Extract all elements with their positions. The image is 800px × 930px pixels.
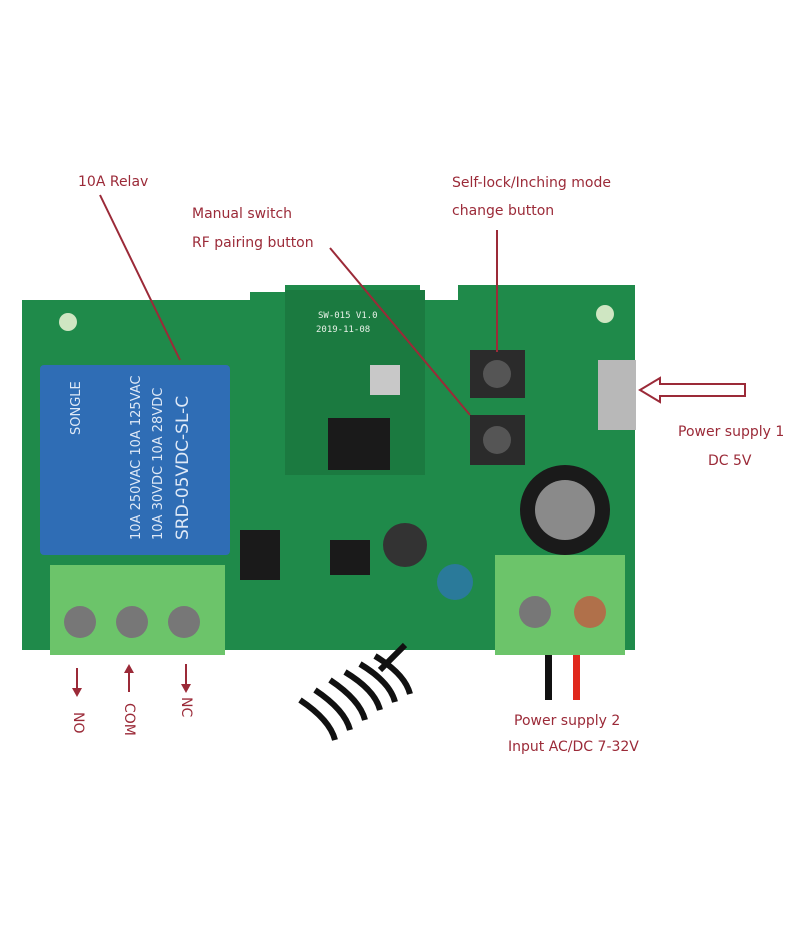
module-id-print: SW-015 V1.0 xyxy=(318,311,378,321)
micro-usb-port xyxy=(598,360,636,430)
relay-model-print: SRD-05VDC-SL-C xyxy=(173,396,193,540)
power-supply-1-voltage: DC 5V xyxy=(708,453,752,469)
relay-rating1-print: 10A 250VAC 10A 125VAC xyxy=(129,376,144,541)
small-capacitor xyxy=(437,564,473,600)
rf-pairing-label: RF pairing button xyxy=(192,235,314,251)
rf-pairing-button-cap xyxy=(483,426,511,454)
capacitor-top xyxy=(535,480,595,540)
screw-no[interactable] xyxy=(64,606,96,638)
module-date-print: 2019-11-08 xyxy=(316,325,370,335)
relay-leader-line xyxy=(99,194,181,361)
terminal-com-label: COM xyxy=(121,703,137,736)
mount-hole xyxy=(59,313,77,331)
regulator xyxy=(330,540,370,575)
black-wire xyxy=(545,655,552,700)
power-terminal-block xyxy=(495,555,625,655)
terminal-nc-label: NC xyxy=(178,697,194,718)
power-supply-2-label: Power supply 2 xyxy=(514,713,621,729)
ic xyxy=(240,530,280,580)
relay-rating2-print: 10A 30VDC 10A 28VDC xyxy=(151,388,166,540)
screw-power-pos[interactable] xyxy=(574,596,606,628)
inductor xyxy=(383,523,427,567)
power-supply-1-label: Power supply 1 xyxy=(678,424,785,440)
power-supply-1-arrow xyxy=(638,376,746,404)
mode-button-cap xyxy=(483,360,511,388)
relay-label: 10A Relav xyxy=(78,174,149,190)
crystal xyxy=(370,365,400,395)
screw-com[interactable] xyxy=(116,606,148,638)
manual-switch-label: Manual switch xyxy=(192,206,293,222)
relay xyxy=(40,365,230,555)
rf-button-leader-line xyxy=(329,247,471,416)
mount-hole xyxy=(596,305,614,323)
screw-nc[interactable] xyxy=(168,606,200,638)
mode-button-label-2: change button xyxy=(452,203,555,219)
power-supply-2-voltage: Input AC/DC 7-32V xyxy=(508,739,639,755)
coil-antenna xyxy=(298,642,413,741)
screw-power-neg[interactable] xyxy=(519,596,551,628)
terminal-no-label: NO xyxy=(70,712,86,734)
rf-chip xyxy=(328,418,390,470)
red-wire xyxy=(573,655,580,700)
mode-button-label: Self-lock/Inching mode xyxy=(452,175,611,191)
relay-brand-print: SONGLE xyxy=(69,381,84,435)
